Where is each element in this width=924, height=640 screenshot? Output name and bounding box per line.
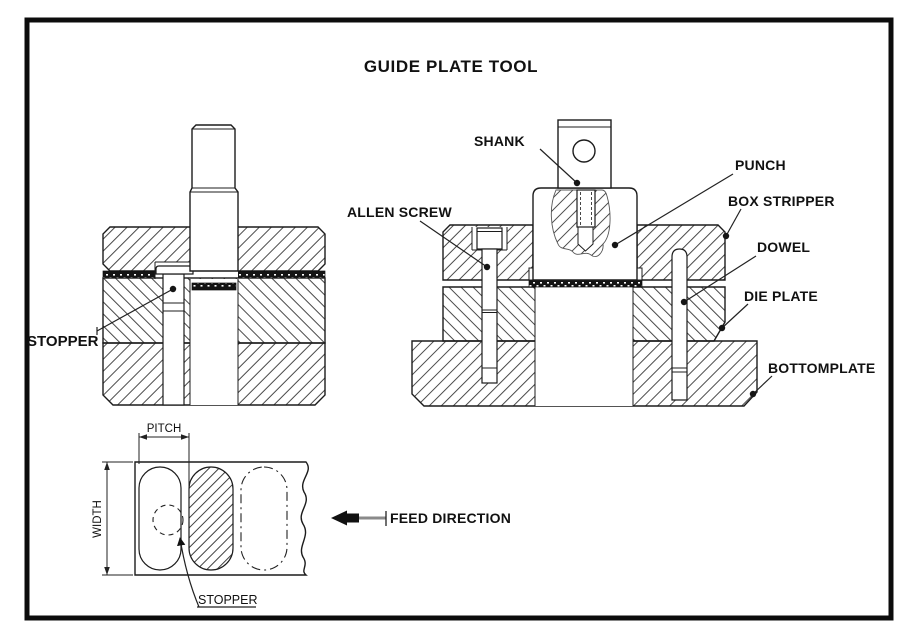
label-shank: SHANK [474,133,525,149]
label-dowel: DOWEL [757,239,810,255]
label-punch: PUNCH [735,157,786,173]
label-stopper-side: STOPPER [27,333,99,350]
next-punch-position [240,466,288,571]
feed-direction-arrowhead [331,510,347,526]
stopper-strip-leader [177,537,200,608]
punched-hole-1 [138,466,182,571]
label-pitch: PITCH [147,423,182,435]
shank-hole [572,139,596,163]
strip-layout-view: PITCH WIDTH FEED DIRECTION STOPPER [92,423,511,608]
label-stopper-strip: STOPPER [198,593,258,607]
punch-front [189,124,239,272]
stock-strip-section [528,279,643,288]
allen-screw-shaft [481,248,498,384]
stopper-hole [152,504,184,536]
label-allen-screw: ALLEN SCREW [347,204,452,220]
label-die-plate: DIE PLATE [744,288,818,304]
label-feed-direction: FEED DIRECTION [390,510,511,526]
page-title: GUIDE PLATE TOOL [364,57,538,76]
dowel-pin [671,248,688,401]
section-view [411,119,758,407]
front-view [102,124,326,406]
label-width: WIDTH [92,500,104,538]
label-bottomplate: BOTTOMPLATE [768,360,875,376]
blank-being-punched [188,466,234,571]
stopper-pin-front [162,273,185,406]
label-box-stripper: BOX STRIPPER [728,193,835,209]
callouts: SHANK ALLEN SCREW PUNCH BOX STRIPPER DOW… [27,133,875,398]
